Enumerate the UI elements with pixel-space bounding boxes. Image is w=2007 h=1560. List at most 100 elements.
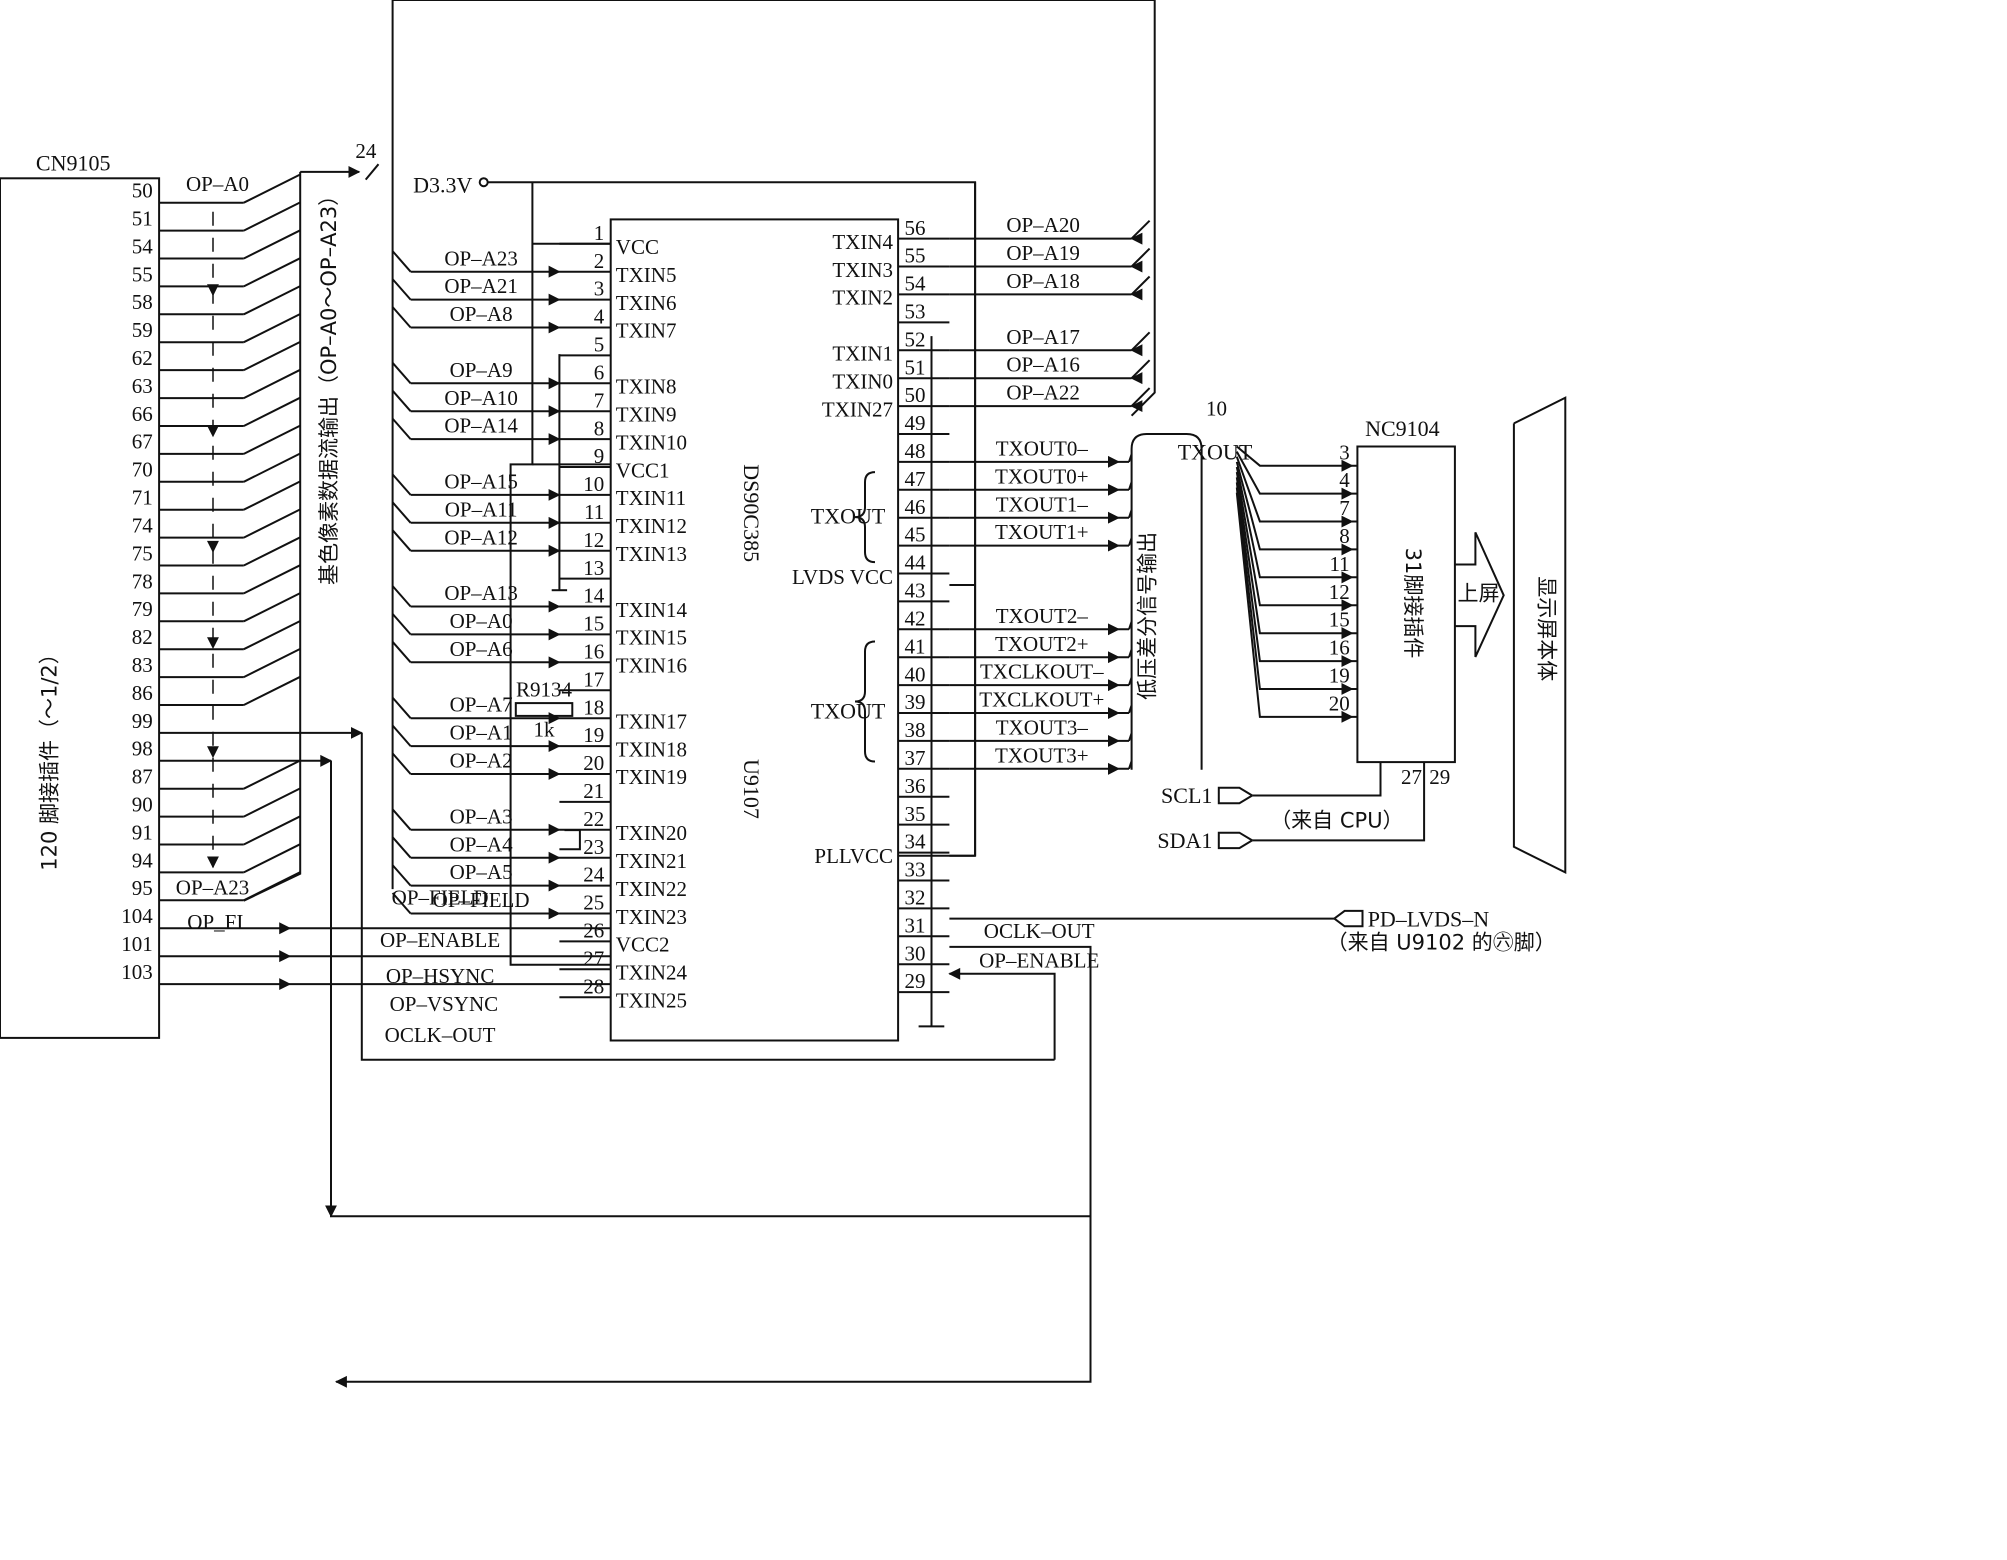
chip-input-signal: OP–A13 [444, 581, 518, 605]
connector-pin-number: 50 [132, 179, 153, 203]
signal-label-field: OP–FIELD [392, 886, 489, 910]
signal-label-hsync: OP–HSYNC [386, 964, 495, 988]
chip-left-pin-name: TXIN19 [616, 765, 687, 789]
connector-pin-number: 95 [132, 876, 153, 900]
bus-entry-wire [243, 201, 301, 232]
txout-group-label: TXOUT [811, 504, 886, 529]
chip-left-pin-name: TXIN7 [616, 319, 677, 343]
chip-left-pin-name: VCC [616, 235, 659, 259]
chip-input-signal: OP–A2 [450, 749, 513, 773]
chip-input-signal: OP–A0 [450, 609, 513, 633]
nc9104-pin-number: 12 [1329, 580, 1350, 604]
connector-pin-number: 75 [132, 541, 153, 565]
arrow-icon [1108, 707, 1120, 720]
chip-right-pin-number: 46 [905, 495, 926, 519]
lvds-signal-label: TXOUT0+ [995, 464, 1089, 488]
chip-input-wire [391, 585, 412, 608]
bus-entry-wire [243, 396, 301, 427]
arrow-icon [548, 767, 561, 780]
chip-input-signal: OP–A21 [444, 274, 518, 298]
chip-left-pin-name: TXIN12 [616, 514, 687, 538]
chip-left-pin-number: 26 [583, 919, 604, 943]
chip-right-pin-number: 36 [905, 774, 926, 798]
connector-pin-number: 104 [121, 904, 153, 928]
arrow-icon [1341, 655, 1354, 668]
brace [854, 471, 876, 564]
arrow-icon [548, 823, 561, 836]
arrow-icon [1341, 682, 1354, 695]
bus-entry-wire [243, 508, 301, 539]
down-arrow-icon [206, 746, 219, 759]
bus-entry-wire [243, 229, 301, 260]
nc9104-pin-number: 11 [1329, 552, 1349, 576]
arrow-icon [1108, 483, 1120, 496]
connector-pin-number: 101 [121, 932, 153, 956]
chip-output-wire [1130, 275, 1151, 296]
arrow-icon [548, 293, 561, 306]
lvds-signal-label: TXOUT3+ [995, 743, 1089, 767]
chip-right-pin-name: TXIN0 [832, 369, 893, 393]
chip-input-wire [391, 250, 412, 273]
arrow-icon [279, 950, 292, 963]
chip-left-pin-number: 15 [583, 612, 604, 636]
arrow-icon [1108, 539, 1120, 552]
nc9104-pin-number: 20 [1329, 692, 1350, 716]
chip-part-label: DS90C385 [739, 464, 764, 562]
arrow-icon [320, 754, 333, 767]
nc9104-pin-27: 27 [1401, 765, 1422, 789]
chip-input-wire [391, 641, 412, 663]
chip-right-pin-number: 39 [905, 690, 926, 714]
chip-input-wire [391, 417, 412, 440]
arrow-icon [1108, 623, 1120, 636]
chip-right-pin-name: TXIN4 [832, 230, 893, 254]
chip-input-signal: OP–A4 [450, 832, 514, 856]
connector-pin-number: 66 [132, 402, 153, 426]
chip-output-wire [1130, 219, 1151, 240]
arrow-icon [1130, 260, 1143, 273]
nc9104-pin-number: 3 [1339, 440, 1350, 464]
chip-right-pin-number: 33 [905, 858, 926, 882]
chip-left-pin-number: 11 [584, 500, 604, 524]
bus-slash [364, 163, 380, 181]
bus-label: 基色像素数据流输出（OP–A0～OP–A23） [317, 185, 341, 585]
bus-entry-wire [243, 173, 301, 204]
lvds-to-connector [1235, 451, 1358, 495]
chip-left-pin-number: 1 [594, 221, 605, 245]
chip-right-pin-number: 49 [905, 411, 926, 435]
chip-left-pin-number: 14 [583, 584, 605, 608]
arrow-icon [1108, 734, 1120, 747]
marks [0, 165, 1505, 1388]
chip-output-wire [1130, 247, 1151, 268]
connector-nc9104-name: NC9104 [1365, 416, 1440, 441]
chip-right-pin-number: 37 [905, 746, 926, 770]
chip-left-pin-name: TXIN18 [616, 737, 687, 761]
top-bus-frame [392, 0, 1156, 417]
chip-left-pin-number: 20 [583, 751, 604, 775]
lvds-signal-label: TXCLKOUT– [980, 660, 1104, 684]
connector-nc9104-label: 31脚接插件 [1401, 548, 1425, 659]
arrow-icon [548, 405, 561, 418]
arrow-icon [548, 488, 561, 501]
bus-entry-wire [243, 675, 301, 706]
enable-loop [949, 972, 1056, 1060]
chip-right-pin-number: 43 [905, 579, 926, 603]
arrow-icon [1341, 710, 1354, 723]
arrow-icon [1341, 515, 1354, 528]
arrow-icon [548, 433, 561, 446]
arrow-icon [1108, 651, 1120, 664]
chip-input-signal: OP–A7 [450, 693, 513, 717]
lvds-signal-label: TXOUT3– [996, 716, 1089, 740]
chip-left-pin-name: TXIN16 [616, 654, 687, 678]
resistor-r9134 [514, 702, 574, 717]
chip-left-pin-name: TXIN14 [616, 598, 688, 622]
chip-right-pin-number: 29 [905, 969, 926, 993]
chip-input-wire [391, 892, 412, 915]
chip-left-pin-number: 7 [594, 388, 605, 412]
arrow-icon [548, 516, 561, 529]
pd-lvds-terminal [1333, 909, 1364, 928]
chip-right-pin-number: 50 [905, 383, 926, 407]
bus-entry-wire [243, 536, 301, 567]
chip-right-pin-number: 52 [905, 327, 926, 351]
chip-left-pin-name: TXIN10 [616, 430, 687, 454]
chip-input-signal: OP–A9 [450, 358, 513, 382]
